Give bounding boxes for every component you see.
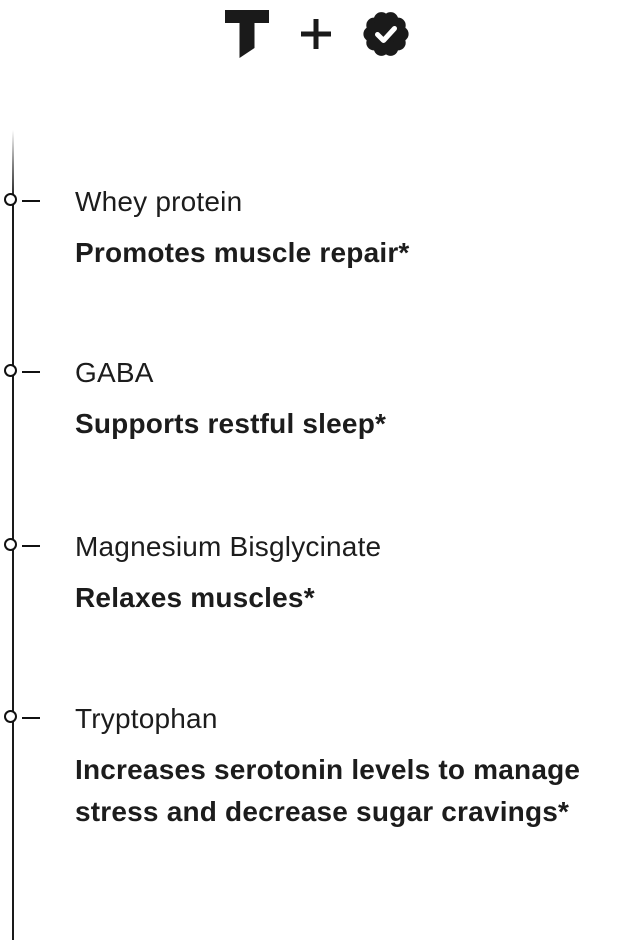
- timeline-node-tick: [22, 717, 40, 719]
- thorne-t-logo-icon: [224, 10, 269, 58]
- timeline-node-circle: [4, 364, 17, 377]
- timeline-item: Whey protein Promotes muscle repair*: [0, 187, 633, 274]
- timeline-item: Tryptophan Increases serotonin levels to…: [0, 704, 633, 833]
- checkmark-glyph: [374, 26, 397, 43]
- timeline-node-tick: [22, 545, 40, 547]
- plus-icon: [300, 19, 331, 49]
- ingredient-benefit: Relaxes muscles*: [75, 582, 315, 613]
- ingredient-name: GABA: [75, 357, 154, 388]
- timeline-node-tick: [22, 371, 40, 373]
- timeline-node-circle: [4, 710, 17, 723]
- timeline-item: Magnesium Bisglycinate Relaxes muscles*: [0, 532, 633, 619]
- ingredient-name: Whey protein: [75, 186, 243, 217]
- timeline-node-circle: [4, 538, 17, 551]
- brand-header: [0, 6, 633, 62]
- timeline-line: [12, 130, 14, 940]
- timeline-node-tick: [22, 200, 40, 202]
- timeline-item-text: Tryptophan Increases serotonin levels to…: [75, 704, 631, 833]
- timeline-item-text: Whey protein Promotes muscle repair*: [75, 187, 631, 274]
- ingredient-benefit: Promotes muscle repair*: [75, 237, 410, 268]
- ingredient-benefit: Supports restful sleep*: [75, 408, 387, 439]
- timeline-node-circle: [4, 193, 17, 206]
- timeline-item-text: Magnesium Bisglycinate Relaxes muscles*: [75, 532, 631, 619]
- timeline-item: GABA Supports restful sleep*: [0, 358, 633, 445]
- ingredient-name: Tryptophan: [75, 703, 218, 734]
- verified-seal-icon: [362, 12, 409, 56]
- ingredient-benefit: Increases serotonin levels to manage str…: [75, 754, 581, 827]
- ingredient-name: Magnesium Bisglycinate: [75, 531, 382, 562]
- timeline-item-text: GABA Supports restful sleep*: [75, 358, 631, 445]
